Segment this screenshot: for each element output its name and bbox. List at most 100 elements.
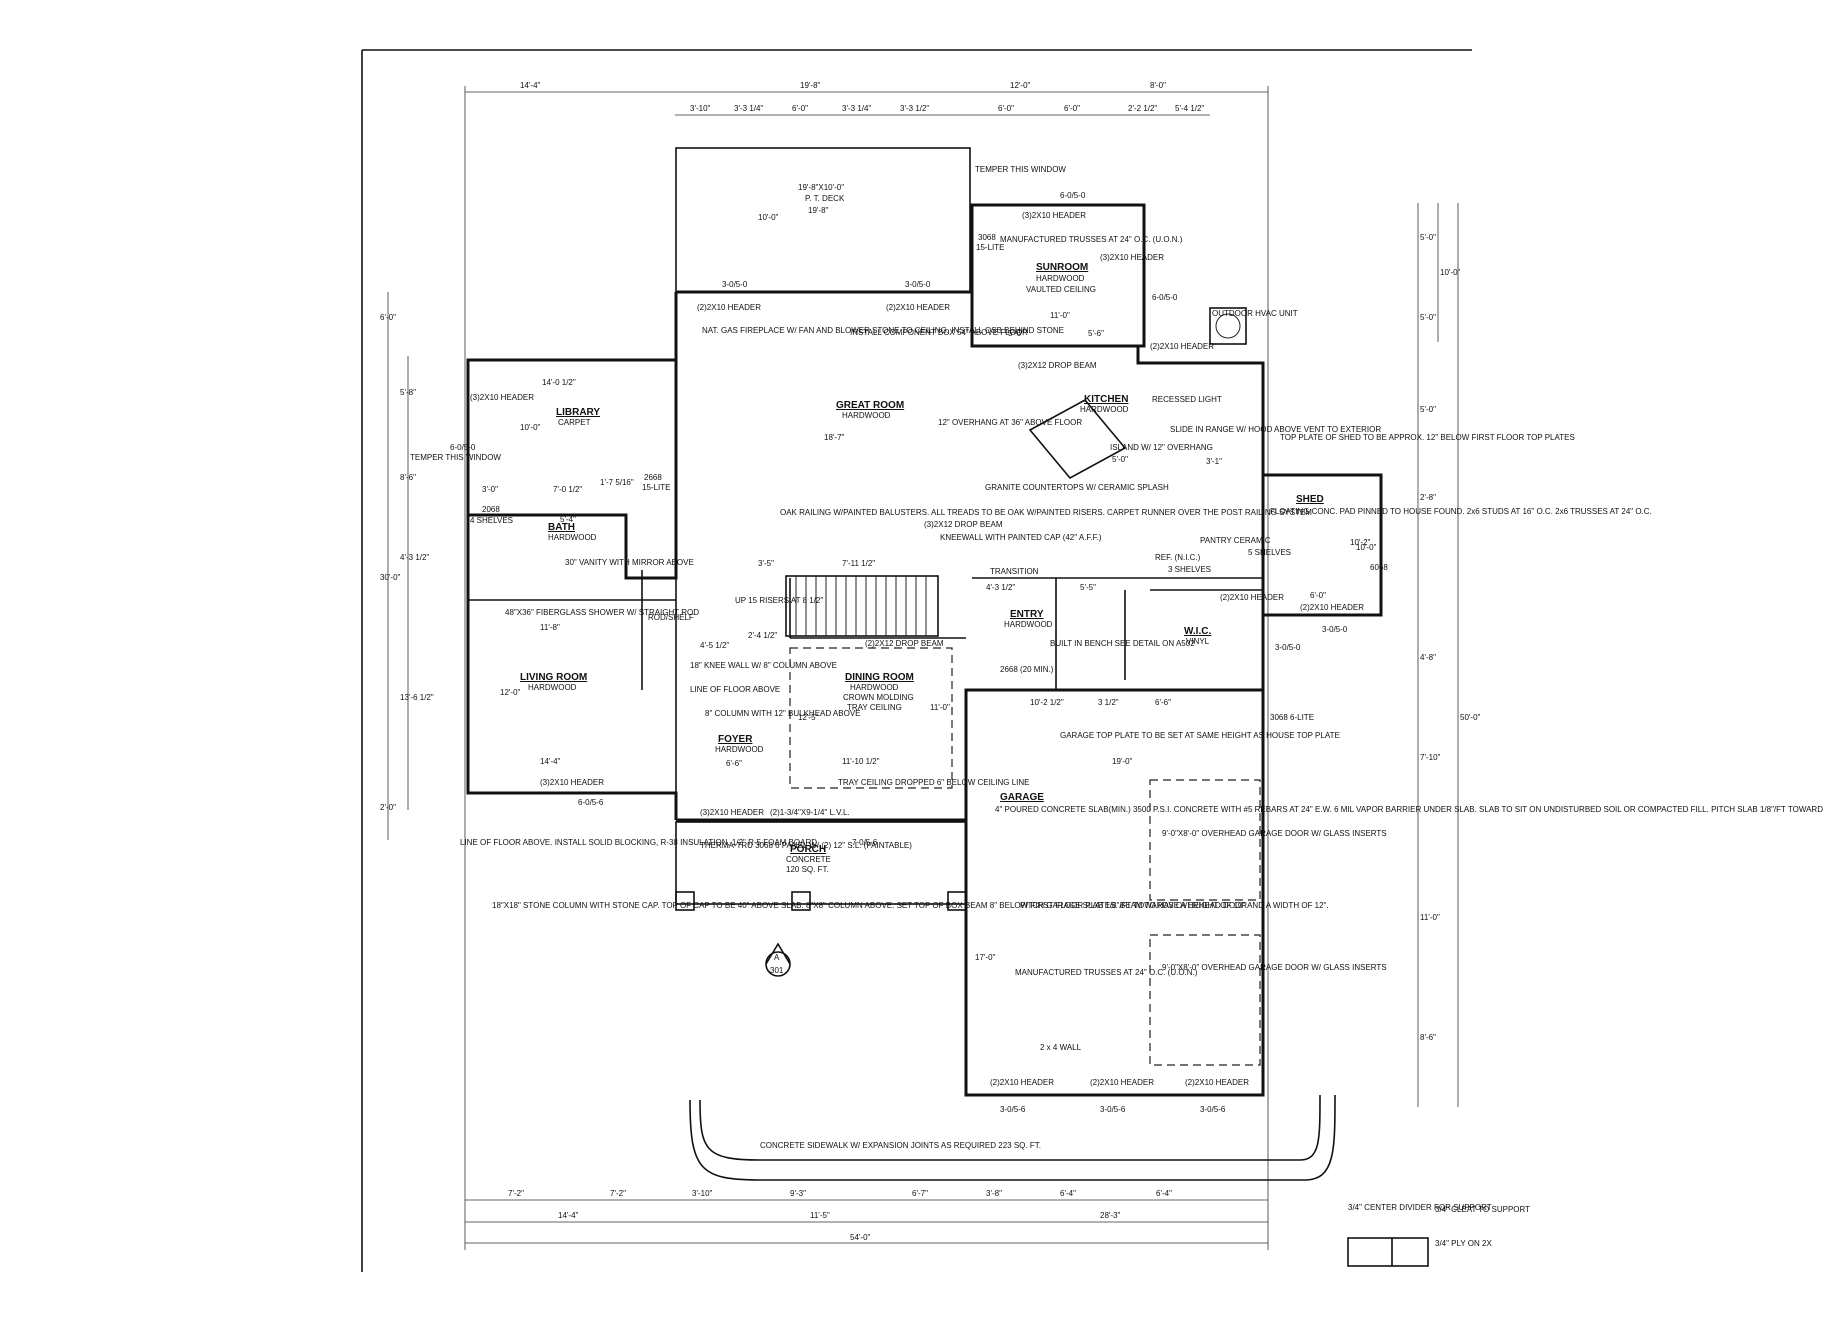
dim-top-1: 14'-4" xyxy=(520,81,541,90)
idim-garage-upper: 11'-0" xyxy=(930,703,950,712)
dim-right-upper: 10'-0" xyxy=(1440,268,1461,277)
header-deck-left: (2)2X10 HEADER xyxy=(697,303,761,312)
note-overhang: 12" OVERHANG AT 36" ABOVE FLOOR xyxy=(938,418,1082,427)
sunroom-name: SUNROOM xyxy=(1036,262,1088,273)
wic-name: W.I.C. xyxy=(1184,626,1211,637)
dim-bottom-1: 7'-2" xyxy=(508,1189,524,1198)
header-sunroom-right: (3)2X10 HEADER xyxy=(1100,253,1164,262)
dim-inner-5: 3'-3 1/2" xyxy=(900,104,929,113)
idim-porch-w2: 4'-5 1/2" xyxy=(700,641,729,650)
porch-name: PORCH xyxy=(790,844,826,855)
note-floor-above-left: LINE OF FLOOR ABOVE. INSTALL SOLID BLOCK… xyxy=(460,838,819,847)
header-lvl: (2)1-3/4"X9-1/4" L.V.L. xyxy=(770,808,850,817)
dining-room-floor: HARDWOOD xyxy=(850,683,899,692)
bath-floor: HARDWOOD xyxy=(548,533,597,542)
sunroom-dim-w: 11'-0" xyxy=(1050,311,1070,320)
dim-bottom-3: 3'-10" xyxy=(692,1189,713,1198)
note-oak-railing: OAK RAILING W/PAINTED BALUSTERS. ALL TRE… xyxy=(780,508,1312,517)
dim-right-1: 5'-0" xyxy=(1420,233,1436,242)
note-detail-3: 3/4" PLY ON 2X xyxy=(1435,1239,1492,1248)
note-temper-left: TEMPER THIS WINDOW xyxy=(410,453,501,462)
idim-stair-left: 3'-5" xyxy=(758,559,774,568)
header-sunroom-top: (3)2X10 HEADER xyxy=(1022,211,1086,220)
dim-top-4: 8'-0" xyxy=(1150,81,1166,90)
window-sunroom-top: 6-0/5-0 xyxy=(1060,191,1086,200)
note-component-box: INSTALL COMPONENT BOX 54" ABOVE FLOOR xyxy=(850,328,1028,337)
sidewalk xyxy=(689,1094,1336,1181)
dining-room-trim: CROWN MOLDING xyxy=(843,693,914,702)
note-library-shelves: 4 SHELVES xyxy=(470,516,513,525)
dim-right-8: 11'-0" xyxy=(1420,913,1440,922)
stair[interactable] xyxy=(785,575,939,637)
dim-top-3: 12'-0" xyxy=(1010,81,1031,90)
dim-right-overall: 50'-0" xyxy=(1460,713,1481,722)
note-garage-door-2: 9'-0"X8'-0" OVERHEAD GARAGE DOOR W/ GLAS… xyxy=(1162,963,1387,972)
library-floor: CARPET xyxy=(558,418,591,427)
door-library-closet: 2068 xyxy=(482,505,500,514)
sheet-border xyxy=(361,49,1472,1272)
idim-library-left-w: 7'-0 1/2" xyxy=(553,485,582,494)
dining-room-dim-h: 12'-5" xyxy=(798,713,819,722)
text-layer: 14'-4" 19'-8" 12'-0" 8'-0" 3'-10" 3'-3 1… xyxy=(380,81,1823,1248)
note-stone-column: 18"X18" STONE COLUMN WITH STONE CAP. TOP… xyxy=(492,901,1329,910)
header-deck-right: (2)2X10 HEADER xyxy=(886,303,950,312)
note-ref: REF. (N.I.C.) xyxy=(1155,553,1201,562)
note-up-risers: UP 15 RISERS AT 8 1/2" xyxy=(735,596,823,605)
dim-left-4: 4'-3 1/2" xyxy=(400,553,429,562)
dim-inner-2: 3'-3 1/4" xyxy=(734,104,763,113)
dimension-lines xyxy=(387,86,1459,1250)
header-drop-beam-top: (3)2X12 DROP BEAM xyxy=(1018,361,1097,370)
dining-room-ceiling: TRAY CEILING xyxy=(847,703,902,712)
dim-bottom-2: 7'-2" xyxy=(610,1189,626,1198)
note-detail-1: 3/4" CENTER DIVIDER FOR SUPPORT xyxy=(1348,1203,1492,1212)
window-garage-3: 3-0/5-6 xyxy=(1200,1105,1226,1114)
idim-kitchen-b: 3'-1" xyxy=(1206,457,1222,466)
note-pantry: PANTRY CERAMIC xyxy=(1200,536,1271,545)
idim-garage-right-a: 10'-2 1/2" xyxy=(1030,698,1064,707)
note-vanity: 30" VANITY WITH MIRROR ABOVE xyxy=(565,558,694,567)
dining-room-name: DINING ROOM xyxy=(845,672,914,683)
shed xyxy=(1261,473,1383,617)
door-sunroom-1: 3068 xyxy=(978,233,996,242)
note-tray-dropped: TRAY CEILING DROPPED 6" BELOW CEILING LI… xyxy=(838,778,1029,787)
detail-box xyxy=(1347,1237,1429,1267)
deck-label-1: 19'-8"X10'-0" xyxy=(798,183,844,192)
note-built-in: BUILT IN BENCH SEE DETAIL ON A502 xyxy=(1050,639,1195,648)
dim-inner-8: 2'-2 1/2" xyxy=(1128,104,1157,113)
porch xyxy=(675,821,967,911)
sunroom-floor: HARDWOOD xyxy=(1036,274,1085,283)
dim-bottom-8: 6'-4" xyxy=(1156,1189,1172,1198)
dim-right-7: 7'-10" xyxy=(1420,753,1441,762)
note-fireplace: NAT. GAS FIREPLACE W/ FAN AND BLOWER STO… xyxy=(702,326,1064,335)
note-shower: 48"X36" FIBERGLASS SHOWER W/ STRAIGHT RO… xyxy=(505,608,699,617)
dining-tray-ceiling xyxy=(789,647,953,789)
dim-bottom-mid-1: 14'-4" xyxy=(558,1211,579,1220)
dining-room-dim-w: 11'-10 1/2" xyxy=(842,757,880,766)
header-foyer-bottom: (3)2X10 HEADER xyxy=(700,808,764,817)
dim-right-9: 8'-6" xyxy=(1420,1033,1436,1042)
library-dim-w: 14'-0 1/2" xyxy=(542,378,576,387)
window-garage-1: 3-0/5-6 xyxy=(1000,1105,1026,1114)
note-detail-2: 3/4" CLEAT TO SUPPORT xyxy=(1435,1205,1530,1214)
dim-left-overall: 30'-0" xyxy=(380,573,401,582)
dim-left-2: 5'-8" xyxy=(400,388,416,397)
header-drop-beam-stair: (3)2X12 DROP BEAM xyxy=(924,520,1003,529)
dim-inner-4: 3'-3 1/4" xyxy=(842,104,871,113)
deck-dim-h: 10'-0" xyxy=(758,213,779,222)
note-section-marker-top: A xyxy=(774,953,780,962)
sunroom-ceiling: VAULTED CEILING xyxy=(1026,285,1096,294)
note-recessed: RECESSED LIGHT xyxy=(1152,395,1222,404)
idim-bath-w: 5'-4" xyxy=(560,515,576,524)
kitchen-name: KITCHEN xyxy=(1084,394,1128,405)
note-kneewall-cap: KNEEWALL WITH PAINTED CAP (42" A.F.F.) xyxy=(940,533,1102,542)
idim-garage-right-b: 3 1/2" xyxy=(1098,698,1119,707)
dim-bottom-mid-2: 11'-5" xyxy=(810,1211,830,1220)
wic-floor: VINYL xyxy=(1186,637,1210,646)
idim-porch-w: 2'-4 1/2" xyxy=(748,631,777,640)
sunroom xyxy=(970,203,1146,348)
entry-floor: HARDWOOD xyxy=(1004,620,1053,629)
dim-left-5: 13'-6 1/2" xyxy=(400,693,434,702)
dim-right-2: 5'-0" xyxy=(1420,313,1436,322)
